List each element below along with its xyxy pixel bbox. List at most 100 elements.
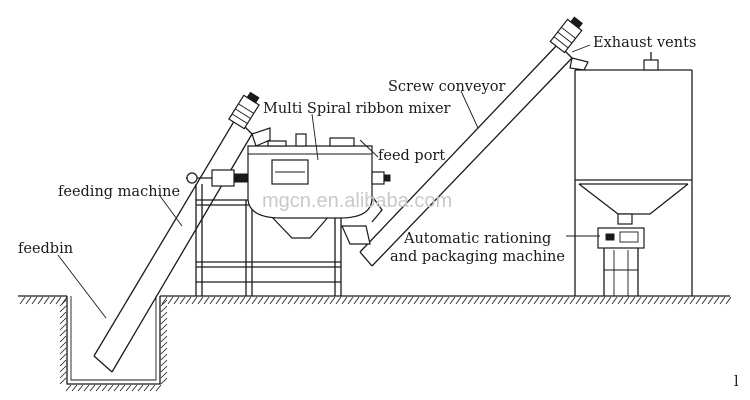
label-feedbin: feedbin — [18, 241, 73, 257]
hatch-mark — [407, 296, 414, 305]
hatch-mark — [215, 296, 222, 305]
hatch-mark — [563, 296, 570, 305]
label-rationing-line2: and packaging machine — [390, 249, 565, 265]
hatch-mark — [59, 317, 67, 325]
hatch-mark — [160, 341, 168, 349]
hatch-mark — [443, 296, 450, 305]
hatch-mark — [19, 296, 26, 305]
hatch-mark — [473, 296, 480, 305]
hatch-mark — [59, 347, 67, 355]
hatch-mark — [269, 296, 276, 305]
hatch-mark — [160, 311, 168, 319]
hatch-mark — [49, 296, 56, 305]
hatch-mark — [160, 305, 168, 313]
hatch-mark — [305, 296, 312, 305]
hatch-mark — [707, 296, 714, 305]
corner-mark: l — [734, 374, 739, 390]
storage-silo — [574, 52, 693, 296]
hatch-mark — [59, 335, 67, 343]
hatch-mark — [551, 296, 558, 305]
hatch-mark — [359, 296, 366, 305]
hatch-mark — [83, 384, 90, 392]
hatch-mark — [59, 353, 67, 361]
hatch-mark — [299, 296, 306, 305]
hatch-mark — [160, 347, 168, 355]
hatch-mark — [59, 377, 67, 385]
hatch-mark — [671, 296, 678, 305]
hatch-mark — [233, 296, 240, 305]
hatch-mark — [623, 296, 630, 305]
hatch-mark — [653, 296, 660, 305]
hatch-mark — [437, 296, 444, 305]
hatch-mark — [160, 335, 168, 343]
hatch-mark — [599, 296, 606, 305]
hatch-mark — [209, 296, 216, 305]
hatch-mark — [137, 384, 144, 392]
hatch-mark — [167, 296, 174, 305]
hatch-mark — [587, 296, 594, 305]
hatch-mark — [59, 323, 67, 331]
hatch-mark — [257, 296, 264, 305]
hatch-mark — [353, 296, 360, 305]
hatch-mark — [155, 384, 162, 392]
hatch-mark — [527, 296, 534, 305]
hatch-mark — [701, 296, 708, 305]
hatch-mark — [317, 296, 324, 305]
label-feed-port: feed port — [378, 148, 445, 164]
hatch-mark — [569, 296, 576, 305]
hatch-mark — [419, 296, 426, 305]
hatch-mark — [203, 296, 210, 305]
hatch-mark — [425, 296, 432, 305]
hatch-mark — [160, 299, 168, 307]
hatch-mark — [37, 296, 44, 305]
hatch-mark — [59, 341, 67, 349]
hatch-mark — [479, 296, 486, 305]
hatch-mark — [43, 296, 50, 305]
hatch-mark — [173, 296, 180, 305]
hatch-mark — [89, 384, 96, 392]
hatch-mark — [689, 296, 696, 305]
hatch-mark — [59, 359, 67, 367]
hatch-mark — [55, 296, 62, 305]
motor-icon — [549, 16, 583, 54]
hatch-mark — [281, 296, 288, 305]
hatch-mark — [467, 296, 474, 305]
hatch-mark — [179, 296, 186, 305]
hatch-mark — [713, 296, 720, 305]
hatch-mark — [31, 296, 38, 305]
hatch-mark — [143, 384, 150, 392]
hatch-mark — [160, 371, 168, 379]
hatch-mark — [581, 296, 588, 305]
hatch-mark — [263, 296, 270, 305]
hatch-mark — [287, 296, 294, 305]
feed-pit — [59, 296, 168, 392]
hatch-mark — [617, 296, 624, 305]
hatch-mark — [431, 296, 438, 305]
hatch-mark — [275, 296, 282, 305]
hatch-mark — [611, 296, 618, 305]
hatch-mark — [59, 311, 67, 319]
hatch-mark — [59, 329, 67, 337]
hatch-mark — [160, 353, 168, 361]
hatch-mark — [125, 384, 132, 392]
ground-hatching — [19, 296, 732, 305]
hatch-mark — [593, 296, 600, 305]
hatch-mark — [197, 296, 204, 305]
label-mixer: Multi Spiral ribbon mixer — [263, 101, 451, 117]
hatch-mark — [497, 296, 504, 305]
hatch-mark — [485, 296, 492, 305]
hatch-mark — [95, 384, 102, 392]
hatch-mark — [251, 296, 258, 305]
hatch-mark — [383, 296, 390, 305]
hatch-mark — [695, 296, 702, 305]
hatch-mark — [659, 296, 666, 305]
hatch-mark — [59, 299, 67, 307]
hatch-mark — [245, 296, 252, 305]
ground-line — [18, 295, 732, 305]
hatch-mark — [635, 296, 642, 305]
hatch-mark — [160, 359, 168, 367]
hatch-mark — [545, 296, 552, 305]
hatch-mark — [665, 296, 672, 305]
hatch-mark — [239, 296, 246, 305]
hatch-mark — [515, 296, 522, 305]
